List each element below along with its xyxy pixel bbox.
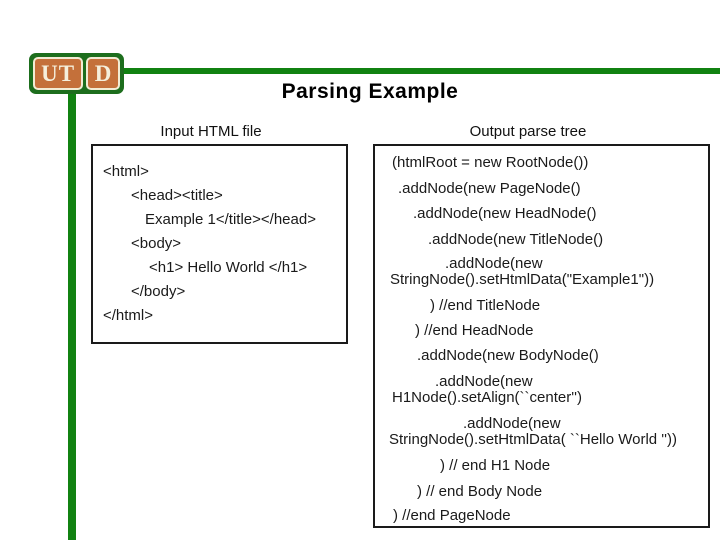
code-line: .addNode(new BodyNode() <box>417 347 599 364</box>
input-panel-header: Input HTML file <box>160 123 262 140</box>
code-line: (htmlRoot = new RootNode()) <box>392 154 589 171</box>
code-line: .addNode(new <box>445 255 543 272</box>
code-line: .addNode(new HeadNode() <box>413 205 597 222</box>
input-html-panel: <html> <head><title> Example 1</title></… <box>91 144 348 344</box>
code-line: <h1> Hello World </h1> <box>149 259 308 276</box>
code-line: .addNode(new <box>463 415 561 432</box>
code-line: <html> <box>103 163 149 180</box>
code-line: </html> <box>103 307 154 324</box>
code-line: .addNode(new TitleNode() <box>428 231 604 248</box>
code-line: ) // end Body Node <box>417 483 543 500</box>
code-line: Example 1</title></head> <box>145 211 316 228</box>
code-line: H1Node().setAlign(``center'') <box>392 389 582 406</box>
code-line: ) //end HeadNode <box>415 322 534 339</box>
utd-logo: UT D <box>29 53 124 94</box>
output-panel-header: Output parse tree <box>469 123 587 140</box>
code-line: <head><title> <box>131 187 223 204</box>
code-line: ) // end H1 Node <box>440 457 551 474</box>
top-green-rule <box>118 68 720 74</box>
output-parse-tree-panel: (htmlRoot = new RootNode()) .addNode(new… <box>373 144 710 528</box>
code-line: .addNode(new <box>435 373 533 390</box>
code-line: StringNode().setHtmlData( ``Hello World … <box>389 431 678 448</box>
utd-logo-tile-d: D <box>86 57 120 90</box>
slide-title: Parsing Example <box>281 80 459 103</box>
code-line: StringNode().setHtmlData("Example1")) <box>390 271 655 288</box>
code-line: .addNode(new PageNode() <box>398 180 581 197</box>
utd-logo-tile-ut: UT <box>33 57 84 90</box>
code-line: ) //end TitleNode <box>430 297 541 314</box>
code-line: </body> <box>131 283 186 300</box>
left-green-rule <box>68 92 76 540</box>
code-line: <body> <box>131 235 182 252</box>
code-line: ) //end PageNode <box>393 507 511 524</box>
